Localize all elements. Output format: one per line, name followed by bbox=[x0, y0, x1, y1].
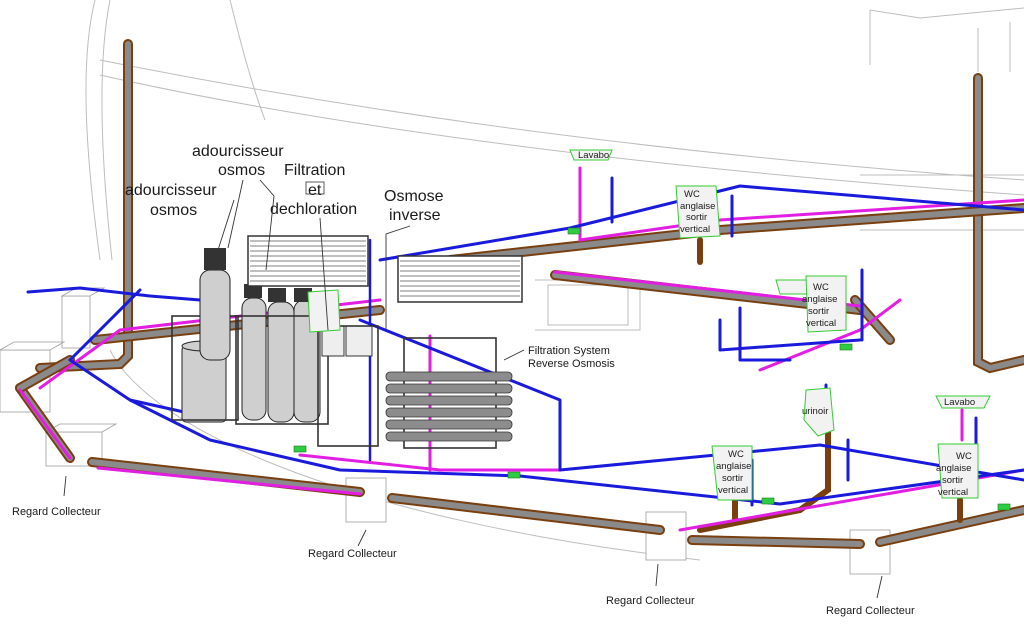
control-valve bbox=[204, 248, 226, 270]
filtration-label-line1: Filtration bbox=[284, 162, 345, 179]
equipment-frame-2 bbox=[235, 315, 329, 425]
manholes bbox=[0, 287, 891, 575]
fixture-label: WC bbox=[956, 451, 972, 462]
fixture-wc-5: WC anglaise sortir vertical bbox=[936, 443, 979, 499]
fixture-wc-2 bbox=[307, 289, 341, 333]
leader-line bbox=[357, 529, 367, 547]
hot-water-network bbox=[18, 166, 1024, 532]
fixture-wc-3: WC anglaise sortir vertical bbox=[802, 275, 847, 333]
water-treatment-equipment bbox=[171, 235, 523, 449]
fixture-wc-1: WC anglaise sortir vertical bbox=[675, 185, 721, 239]
manhole-label-4: Regard Collecteur bbox=[826, 605, 915, 617]
drain-pipe-vertical-right bbox=[973, 73, 1024, 374]
filtration-label-line3: dechloration bbox=[270, 201, 357, 218]
ro-system-label-line2: Reverse Osmosis bbox=[528, 358, 615, 370]
leader-line bbox=[876, 575, 883, 599]
fixture-label: vertical bbox=[806, 318, 836, 329]
osmose-label-line1: Osmose bbox=[384, 188, 444, 205]
cold-water-network bbox=[26, 176, 1024, 507]
leader-line bbox=[503, 349, 525, 361]
reverse-osmosis-unit bbox=[385, 337, 513, 449]
fixture-label: anglaise bbox=[680, 201, 715, 212]
floor-drain bbox=[839, 343, 853, 351]
manhole-label-2: Regard Collecteur bbox=[308, 548, 397, 560]
fixture-label: anglaise bbox=[716, 461, 751, 472]
fixture-lavabo-1: Lavabo bbox=[569, 149, 613, 161]
leader-line bbox=[655, 563, 659, 587]
leader-line bbox=[319, 217, 329, 331]
filter-panel-1 bbox=[247, 235, 369, 287]
osmose-label-line2: inverse bbox=[389, 207, 441, 224]
drain-pipe-main-lower bbox=[87, 457, 1024, 549]
manhole-label-3: Regard Collecteur bbox=[606, 595, 695, 607]
floor-drains bbox=[293, 227, 1011, 511]
floor-drain bbox=[567, 227, 581, 235]
floor-drain bbox=[761, 497, 775, 505]
manhole-5 bbox=[645, 511, 687, 561]
ro-system-label-line1: Filtration System bbox=[528, 345, 610, 357]
equipment-labels: adourcisseur osmos adourcisseur osmos Fi… bbox=[125, 143, 615, 370]
floor-drain bbox=[997, 503, 1011, 511]
fixture-label: vertical bbox=[680, 224, 710, 235]
filter-panel-2 bbox=[397, 255, 523, 303]
fixtures: Lavabo WC anglaise sortir vertical WC an… bbox=[307, 149, 991, 501]
fixture-label: urinoir bbox=[802, 406, 828, 417]
leader-line bbox=[259, 179, 275, 271]
fixture-wc-4: WC anglaise sortir vertical bbox=[711, 445, 753, 501]
fixture-label: sortir bbox=[808, 306, 829, 317]
fixture-label: WC bbox=[684, 189, 700, 200]
leader-line bbox=[63, 475, 67, 497]
fixture-label: WC bbox=[813, 282, 829, 293]
cartridge-filters bbox=[317, 325, 379, 447]
filtration-label-line2: et bbox=[308, 182, 322, 199]
leader-line bbox=[385, 225, 411, 330]
fixture-label: vertical bbox=[718, 485, 748, 496]
fixture-label: anglaise bbox=[802, 294, 837, 305]
fixture-label: sortir bbox=[722, 473, 743, 484]
leader-line bbox=[227, 179, 244, 249]
fixture-label: Lavabo bbox=[944, 397, 975, 408]
manhole-labels: Regard Collecteur Regard Collecteur Rega… bbox=[12, 475, 915, 617]
manhole-4 bbox=[345, 477, 387, 523]
fixture-label: anglaise bbox=[936, 463, 971, 474]
floor-drain bbox=[507, 471, 521, 479]
manhole-1 bbox=[60, 287, 106, 349]
fixture-label: Lavabo bbox=[578, 150, 609, 161]
fixture-label: sortir bbox=[942, 475, 963, 486]
fixture-urinoir: urinoir bbox=[802, 387, 835, 437]
window bbox=[547, 284, 629, 326]
leader-line bbox=[217, 199, 235, 251]
fixture-label: vertical bbox=[938, 487, 968, 498]
softener-label-1-line1: adourcisseur bbox=[192, 143, 284, 160]
softener-label-2-line2: osmos bbox=[150, 202, 197, 219]
fixture-label: sortir bbox=[686, 212, 707, 223]
softener-label-1-line2: osmos bbox=[218, 162, 265, 179]
floor-drain bbox=[293, 445, 307, 453]
fixture-lavabo-3: Lavabo bbox=[935, 395, 991, 409]
fixture-label: WC bbox=[728, 449, 744, 460]
softener-label-2-line1: adourcisseur bbox=[125, 182, 217, 199]
manhole-label-1: Regard Collecteur bbox=[12, 506, 101, 518]
